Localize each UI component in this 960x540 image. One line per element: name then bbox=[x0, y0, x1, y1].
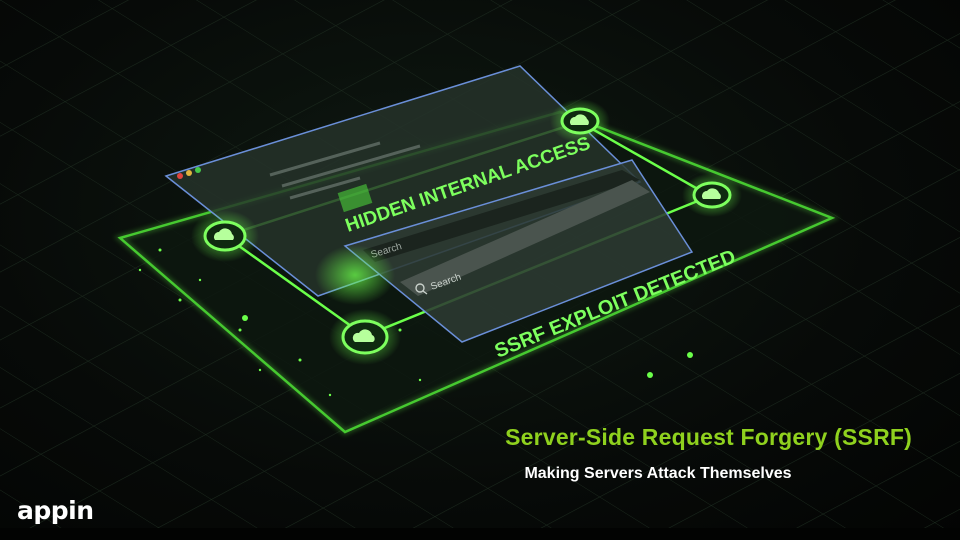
cloud-icon bbox=[352, 329, 375, 342]
cloud-icon bbox=[570, 114, 589, 125]
headline: Server-Side Request Forgery (SSRF) bbox=[505, 424, 912, 450]
appin-logo: appin bbox=[17, 496, 94, 525]
glow-orb bbox=[315, 245, 395, 305]
search-panel bbox=[343, 159, 694, 343]
cloud-node bbox=[329, 309, 401, 365]
subheadline: Making Servers Attack Themselves bbox=[524, 465, 792, 482]
cloud-icon bbox=[701, 188, 721, 199]
search-icon bbox=[415, 283, 428, 295]
cloud-node bbox=[550, 99, 610, 143]
window-controls-icon bbox=[177, 167, 201, 179]
cloud-icon bbox=[214, 228, 234, 240]
cloud-node bbox=[191, 210, 259, 262]
particles bbox=[138, 248, 693, 397]
bottom-bar bbox=[0, 528, 960, 540]
cloud-node bbox=[682, 173, 742, 217]
